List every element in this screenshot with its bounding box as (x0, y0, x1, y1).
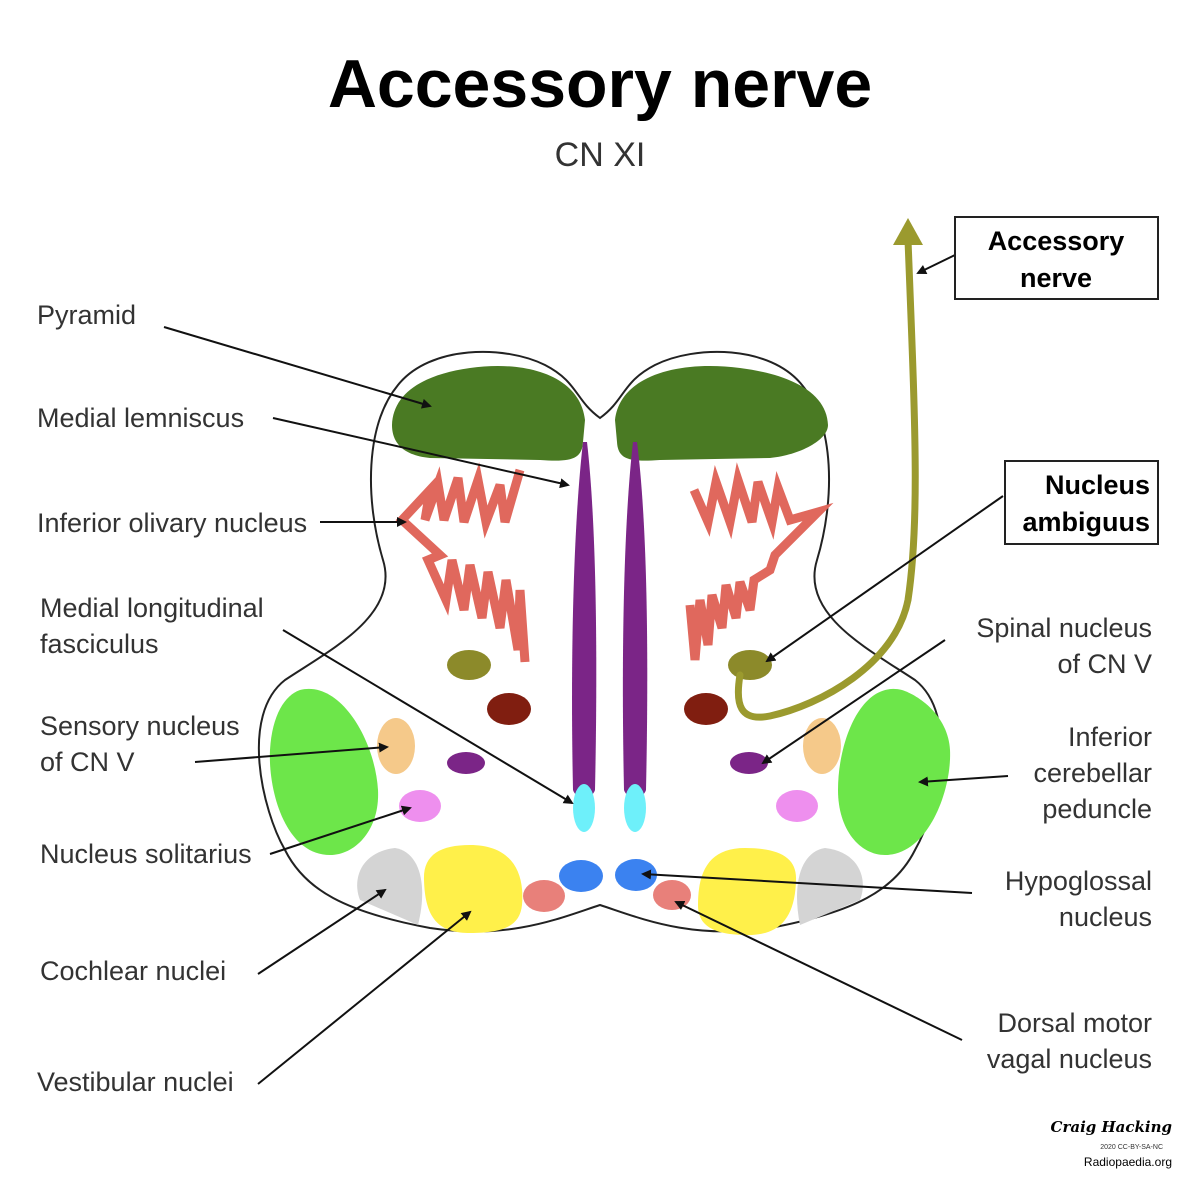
vestibular-nuclei-right (698, 848, 797, 935)
page-subtitle: CN XI (555, 136, 646, 174)
sensory-v-right (803, 718, 841, 774)
leader-vestibular (257, 910, 472, 1085)
label-medial-lemniscus: Medial lemniscus (37, 403, 244, 433)
sensory-v-left (377, 718, 415, 774)
label-spinal-v-line1: Spinal nucleus (976, 613, 1152, 643)
label-vestibular-nuclei: Vestibular nuclei (37, 1067, 234, 1097)
label-dmv-line1: Dorsal motor (997, 1008, 1152, 1038)
spinal-v-left (447, 752, 485, 774)
label-sensory-v-line1: Sensory nucleus (40, 711, 240, 741)
label-spinal-v-line2: of CN V (1057, 649, 1152, 679)
medial-lemniscus-left (572, 442, 597, 798)
dmv-left (523, 880, 565, 912)
label-cochlear-nuclei: Cochlear nuclei (40, 956, 226, 986)
dark-red-nucleus-right (684, 693, 728, 725)
leader-hypoglossal (641, 869, 973, 894)
pyramid-left (392, 365, 585, 461)
leader-sensory-v (194, 742, 389, 763)
label-pyramid: Pyramid (37, 300, 136, 330)
page-title: Accessory nerve (328, 46, 872, 122)
label-inferior-olivary-nucleus: Inferior olivary nucleus (37, 508, 307, 538)
vestibular-nuclei-left (423, 845, 523, 933)
cochlear-nuclei-right (797, 848, 863, 925)
nucleus-ambiguus-left (447, 650, 491, 680)
hypoglossal-left (559, 860, 603, 892)
ambiguus-box-line1: Nucleus (1045, 470, 1150, 500)
accessory-nerve-box: Accessory nerve (954, 216, 1159, 300)
leader-pyramid (163, 326, 432, 409)
nucleus-ambiguus-right (728, 650, 772, 680)
credit-license: 2020 CC-BY-SA-NC (1100, 1144, 1163, 1151)
leader-accessory-nerve (916, 254, 956, 274)
label-mlf-line1: Medial longitudinal (40, 593, 264, 623)
credit-author: Craig Hacking (1051, 1118, 1172, 1136)
accessory-nerve-arrowhead (893, 218, 923, 245)
accessory-box-line2: nerve (1020, 263, 1092, 293)
mlf-right (624, 784, 646, 832)
label-dmv-line2: vagal nucleus (987, 1044, 1152, 1074)
leader-dmv (674, 900, 963, 1041)
solitarius-left (399, 790, 441, 822)
icp-right (838, 688, 951, 855)
icp-left (269, 688, 379, 855)
dark-red-nucleus-left (487, 693, 531, 725)
label-icp-line3: peduncle (1042, 794, 1152, 824)
leader-solitarius (269, 805, 412, 855)
solitarius-right (776, 790, 818, 822)
spinal-v-right (730, 752, 768, 774)
label-sensory-v-line2: of CN V (40, 747, 135, 777)
label-hypoglossal-line2: nucleus (1059, 902, 1152, 932)
hypoglossal-right (615, 859, 657, 891)
leader-cochlear (257, 888, 387, 975)
label-icp-line2: cerebellar (1033, 758, 1152, 788)
accessory-nerve-fiber (734, 236, 919, 721)
mlf-left (573, 784, 595, 832)
pyramid-right (615, 365, 828, 461)
inferior-olive-right (685, 462, 834, 661)
label-mlf-line2: fasciculus (40, 629, 159, 659)
leader-medial-lemniscus (272, 417, 570, 489)
inferior-olive-left (395, 462, 530, 663)
leader-nucleus-ambiguus (765, 495, 1004, 663)
leader-mlf (282, 629, 574, 805)
leader-spinal-v (761, 639, 946, 765)
accessory-box-line1: Accessory (988, 226, 1125, 256)
cochlear-nuclei-left (357, 848, 423, 925)
nucleus-ambiguus-box: Nucleus ambiguus (1004, 460, 1159, 545)
leader-icp (918, 775, 1009, 787)
medial-lemniscus-right (622, 442, 648, 798)
ambiguus-box-line2: ambiguus (1022, 507, 1150, 537)
label-icp-line1: Inferior (1068, 722, 1152, 752)
credit-site: Radiopaedia.org (1084, 1155, 1172, 1169)
label-nucleus-solitarius: Nucleus solitarius (40, 839, 252, 869)
label-hypoglossal-line1: Hypoglossal (1005, 866, 1152, 896)
